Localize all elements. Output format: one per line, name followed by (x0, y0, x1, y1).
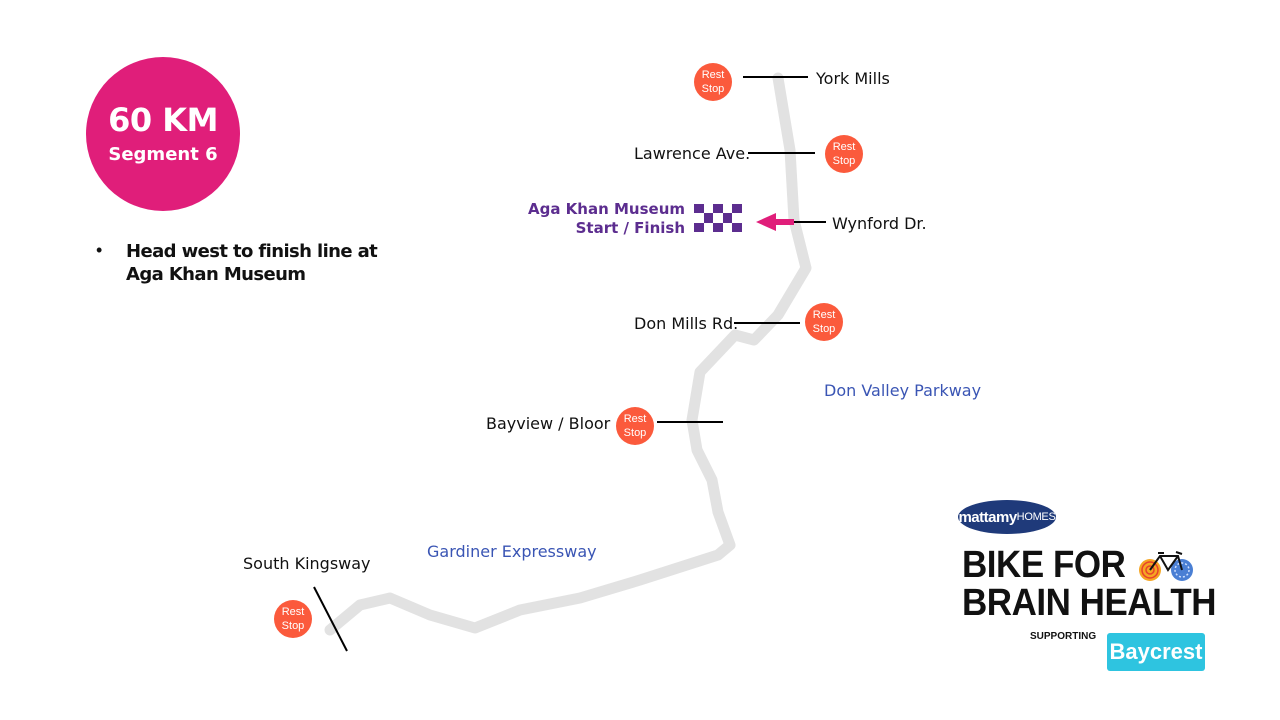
rest-stop-label: Stop (812, 323, 836, 335)
finish-label: Aga Khan Museum Start / Finish (528, 200, 685, 238)
finish-label-start-finish: Start / Finish (575, 219, 685, 237)
checkered-flag-icon (694, 204, 742, 232)
label-york-mills: York Mills (816, 69, 890, 88)
rest-stop-label: Rest (812, 309, 836, 321)
rest-stop-label: Stop (832, 155, 856, 167)
rest-stop-label: Rest (701, 69, 725, 81)
finish-arrow-icon (756, 213, 794, 231)
label-lawrence: Lawrence Ave. (634, 144, 751, 163)
route-path (324, 72, 812, 636)
instruction-text: Head west to finish line at Aga Khan Mus… (126, 241, 378, 285)
rest-stop-don-mills: Rest Stop (805, 303, 843, 341)
bicycle-icon (1139, 551, 1193, 581)
rest-stop-south-kingsway: Rest Stop (274, 600, 312, 638)
event-title-line1: BIKE FOR (962, 544, 1126, 586)
event-title-line2: BRAIN HEALTH (962, 582, 1217, 624)
rest-stop-label: Stop (623, 427, 647, 439)
rest-stop-bayview: Rest Stop (616, 407, 654, 445)
finish-label-museum: Aga Khan Museum (527, 200, 685, 218)
mattamy-logo-text: mattamy (958, 508, 1017, 526)
distance-label: 60 KM (108, 101, 218, 139)
rest-stop-label: Rest (281, 606, 305, 618)
bike-for-brain-health-logo: BIKE FOR BRAIN HEALTH (962, 544, 1217, 624)
road-label-gardiner: Gardiner Expressway (427, 542, 597, 561)
mattamy-logo-sub: HOMES (1016, 511, 1056, 523)
rest-stop-label: Stop (701, 83, 725, 95)
segment-label: Segment 6 (108, 144, 218, 165)
label-don-mills: Don Mills Rd. (634, 314, 739, 333)
rest-stop-label: Rest (623, 413, 647, 425)
rest-stop-label: Stop (281, 620, 305, 632)
label-south-kingsway: South Kingsway (243, 554, 371, 573)
distance-badge: 60 KM Segment 6 (86, 57, 240, 211)
road-label-dvp: Don Valley Parkway (824, 381, 982, 400)
rest-stop-york-mills: Rest Stop (694, 63, 732, 101)
supporting-label: SUPPORTING (1030, 631, 1097, 642)
rest-stop-label: Rest (832, 141, 856, 153)
leader-south-kingsway (313, 586, 348, 652)
bullet-icon: • (96, 240, 103, 260)
rest-stop-lawrence: Rest Stop (825, 135, 863, 173)
baycrest-logo: Baycrest (1107, 633, 1205, 671)
label-wynford: Wynford Dr. (832, 214, 927, 233)
label-bayview: Bayview / Bloor (486, 414, 611, 433)
